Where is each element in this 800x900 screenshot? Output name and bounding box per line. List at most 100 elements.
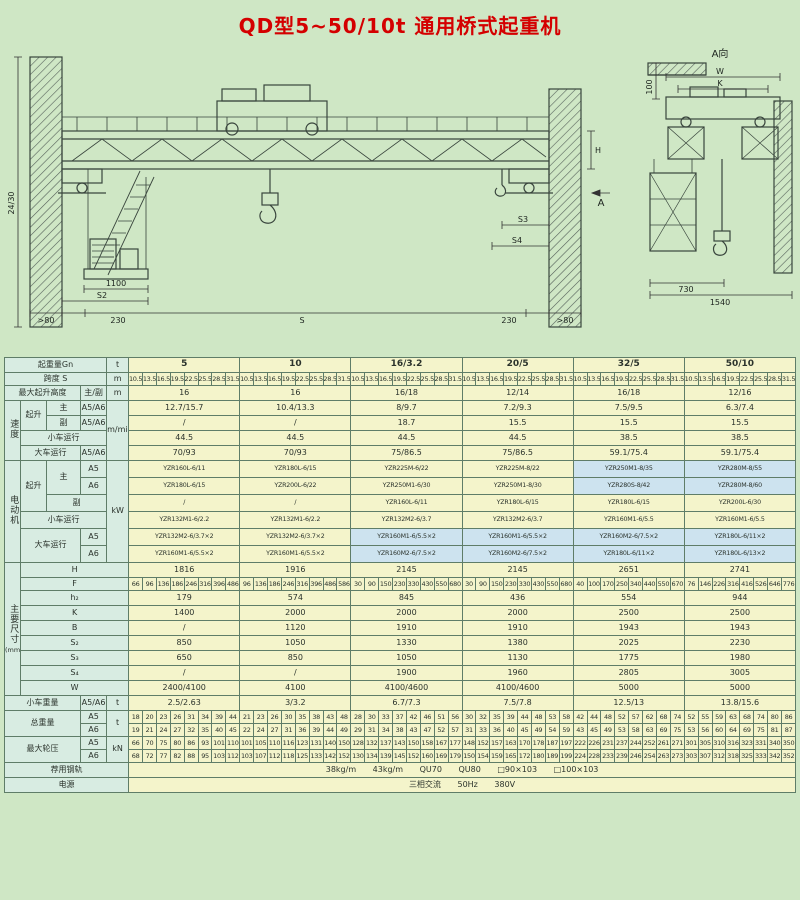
label-a5: A5 bbox=[80, 460, 108, 478]
cell-value: 163 bbox=[503, 737, 517, 749]
cell-value: 51 bbox=[433, 711, 448, 723]
section-a-marker: A bbox=[598, 198, 605, 209]
cell-value: 63 bbox=[642, 724, 656, 736]
cell-value: 7.2/9.3 bbox=[461, 401, 573, 415]
cell-value: 128 bbox=[352, 738, 364, 747]
label-a5a6: A5/A6 bbox=[80, 415, 108, 431]
cell-value: 23 bbox=[155, 711, 170, 723]
cell-value: YZR225M-8/22 bbox=[461, 461, 573, 477]
cell-value: 180 bbox=[530, 750, 545, 762]
trolley-hoist-motor bbox=[221, 88, 257, 102]
cell-value: 12.7/15.7 bbox=[165, 402, 204, 412]
cell-value: / bbox=[182, 622, 186, 632]
cell-value: YZR132M2-6/3.7 bbox=[461, 512, 573, 528]
cell-value: 131 bbox=[308, 737, 323, 749]
cell-value: 3/3.2 bbox=[239, 696, 350, 710]
cell-value: 31.5 bbox=[669, 373, 683, 385]
cell-value: 44.5 bbox=[350, 431, 461, 445]
label-a6: A6 bbox=[80, 545, 108, 563]
cell-value: 150 bbox=[336, 737, 350, 749]
cell-value: 38 bbox=[308, 711, 323, 723]
cell-value: 550 bbox=[655, 578, 670, 590]
ceiling-hatch bbox=[647, 62, 707, 76]
cell-value: YZR180L-6/15 bbox=[163, 481, 206, 489]
cell-value: 396 bbox=[211, 578, 225, 590]
label-a5a6: A5/A6 bbox=[80, 695, 108, 711]
cell-value: 2500 bbox=[683, 606, 795, 620]
cell-value: 13.5 bbox=[364, 373, 379, 385]
cell-value: 66 bbox=[131, 579, 140, 588]
cell-value: 37 bbox=[392, 711, 406, 723]
cell-value: 310 bbox=[711, 737, 726, 749]
cell-value: 101 bbox=[240, 738, 253, 747]
cell-value: 96 bbox=[242, 579, 251, 588]
cell-value: 16.5 bbox=[267, 373, 281, 385]
cell-value: 7.5/7.8 bbox=[461, 696, 573, 710]
cell-value: 22.5 bbox=[183, 373, 198, 385]
cell-value: 55 bbox=[697, 711, 712, 723]
cell-value: 25.5 bbox=[419, 373, 434, 385]
label-power: 电源 bbox=[3, 777, 130, 793]
cell-value: 31 bbox=[465, 725, 473, 734]
crane-drawing-svg: 24/30 1100 S2 S3 S4 >80 230 S 230 >80 H … bbox=[7, 47, 793, 328]
bridge-girder bbox=[61, 130, 550, 170]
label-aux: 副 bbox=[46, 494, 108, 512]
cell-value: 150 bbox=[489, 578, 503, 590]
cell-value: 57 bbox=[447, 724, 461, 736]
cell-value: 845 bbox=[350, 591, 461, 605]
cell-value: 6.7/7.3 bbox=[350, 696, 461, 710]
label-a5a6: A5/A6 bbox=[80, 400, 108, 416]
cell-value: 152 bbox=[336, 750, 350, 762]
dim-height-label: 24/30 bbox=[7, 191, 16, 214]
cell-value: 57 bbox=[628, 711, 642, 723]
cell-value: 254 bbox=[642, 750, 656, 762]
cell-value: 53 bbox=[544, 711, 559, 723]
cell-value: 237 bbox=[614, 737, 628, 749]
cell-value: 148 bbox=[463, 738, 475, 747]
cell-value: 81 bbox=[767, 724, 781, 736]
cell-value: 54 bbox=[544, 724, 559, 736]
cell-value: 45 bbox=[586, 724, 601, 736]
cell-value: 22.5 bbox=[739, 373, 754, 385]
cell-value: 112 bbox=[267, 750, 281, 762]
unit-wheel-load: kN bbox=[106, 736, 130, 763]
cell-value: 261 bbox=[655, 737, 670, 749]
cell-value: 31 bbox=[280, 724, 295, 736]
cell-value: 95 bbox=[197, 750, 212, 762]
cell-value: 63 bbox=[725, 711, 739, 723]
left-end-truck bbox=[61, 168, 103, 184]
dim-name-S3: S₃ bbox=[20, 650, 130, 666]
cell-value: 2145 bbox=[350, 563, 461, 577]
cell-value: 486 bbox=[322, 578, 337, 590]
cell-value: 160 bbox=[419, 750, 434, 762]
cell-value: 116 bbox=[280, 737, 295, 749]
truss-diagonals bbox=[71, 138, 547, 162]
cell-value: 26 bbox=[169, 711, 184, 723]
cell-value: 230 bbox=[503, 578, 517, 590]
cell-value: 31.5 bbox=[447, 373, 461, 385]
cell-value: 8/9.7 bbox=[350, 401, 461, 415]
cell-value: 340 bbox=[628, 578, 642, 590]
cell-value: 39 bbox=[211, 711, 225, 723]
cell-value: 550 bbox=[544, 578, 559, 590]
cell-value: 28.5 bbox=[211, 373, 226, 385]
cell-value: 16 bbox=[179, 387, 190, 397]
